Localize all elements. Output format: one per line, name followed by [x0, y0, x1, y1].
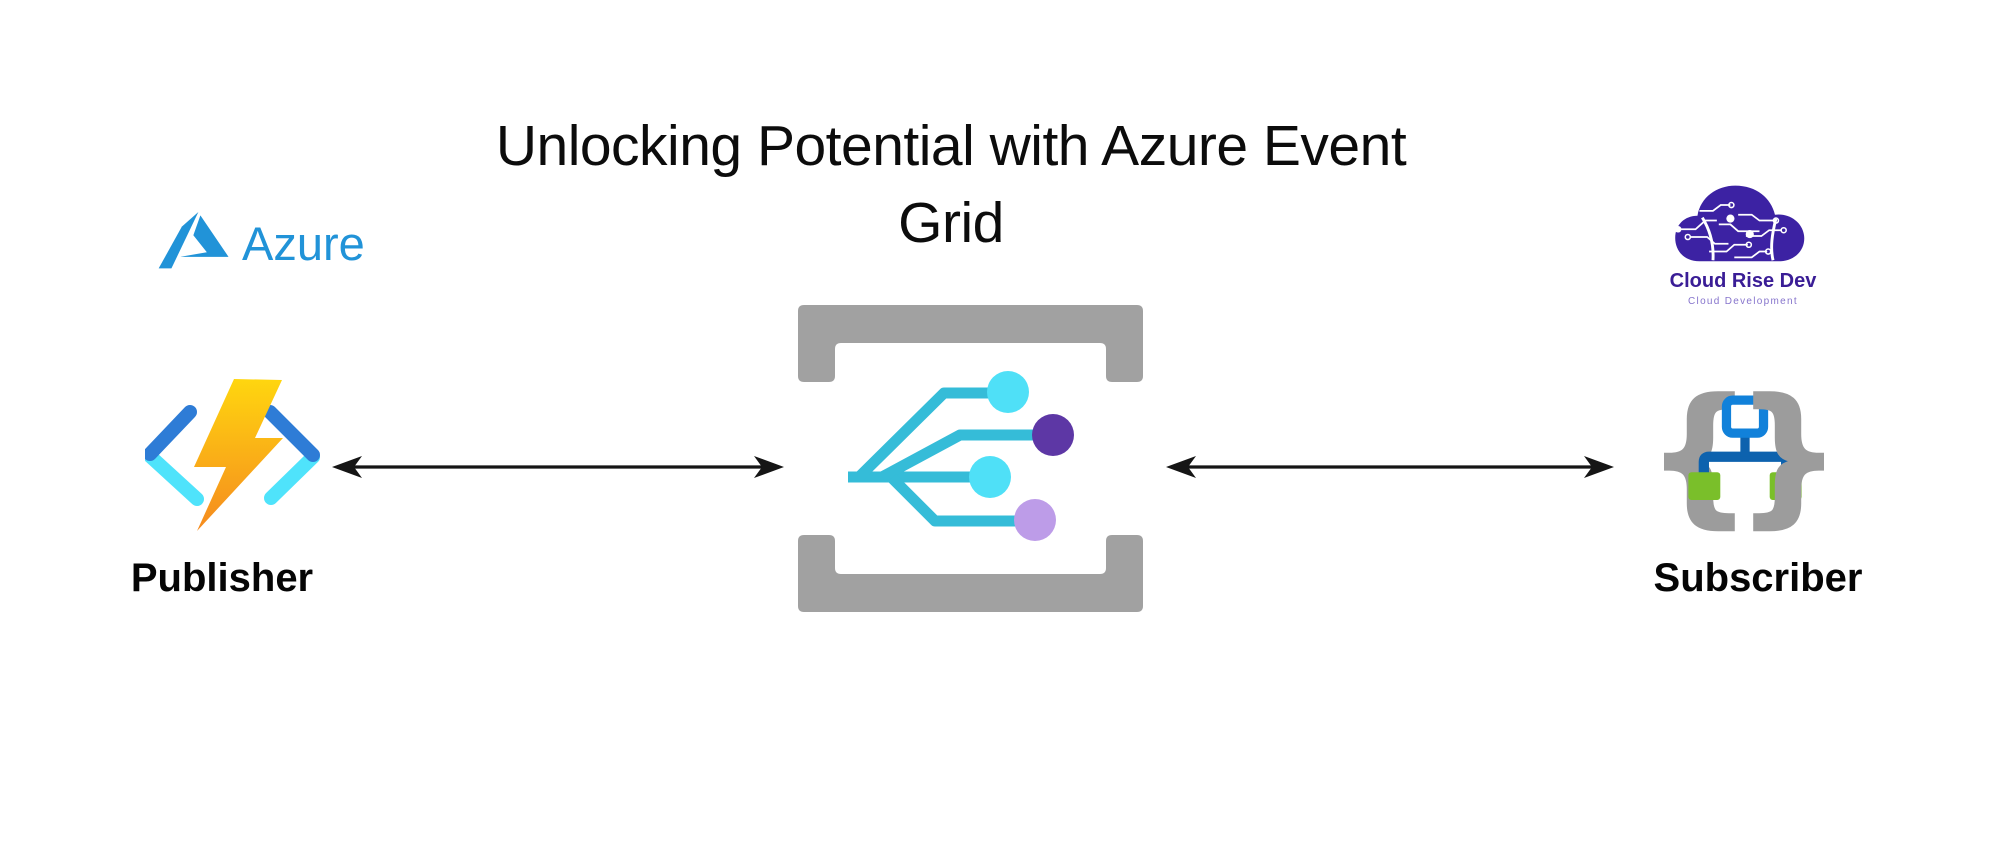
cloud-rise-dev-logo: Cloud Rise Dev Cloud Development	[1648, 176, 1838, 307]
azure-logo: Azure	[158, 212, 365, 270]
azure-event-grid-icon	[798, 305, 1143, 612]
topology-icon	[1688, 395, 1802, 500]
event-subscription-icon: { }	[1645, 379, 1842, 534]
right-brace-glyph: }	[1734, 368, 1842, 542]
cloud-circuit-icon	[1674, 185, 1805, 262]
subscriber-label: Subscriber	[1653, 556, 1863, 600]
publisher-label: Publisher	[130, 556, 314, 600]
azure-functions-icon	[145, 379, 320, 531]
eventgrid-subscriber-arrow-icon	[1166, 456, 1614, 478]
azure-logo-mark-icon	[158, 212, 229, 269]
page-title-line2: Grid	[898, 191, 1004, 255]
cloud-rise-dev-name: Cloud Rise Dev	[1669, 270, 1817, 292]
cloud-rise-dev-tagline: Cloud Development	[1688, 296, 1798, 307]
page-title-line1: Unlocking Potential with Azure Event	[495, 114, 1407, 178]
publisher-eventgrid-arrow-icon	[332, 456, 784, 478]
azure-logo-label: Azure	[242, 217, 365, 270]
page-title: Unlocking Potential with Azure Event Gri…	[351, 108, 1551, 262]
